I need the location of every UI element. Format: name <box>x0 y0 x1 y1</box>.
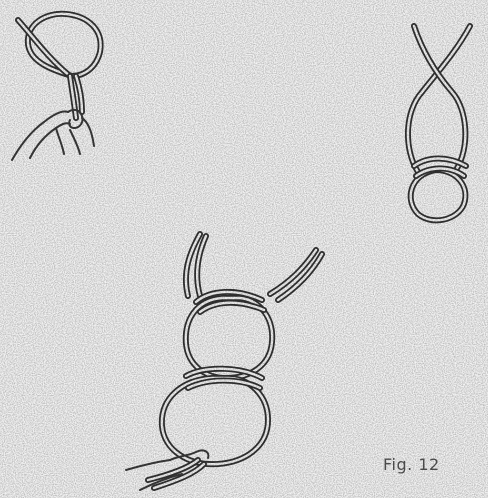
figure-caption: Fig. 12 <box>383 455 440 474</box>
